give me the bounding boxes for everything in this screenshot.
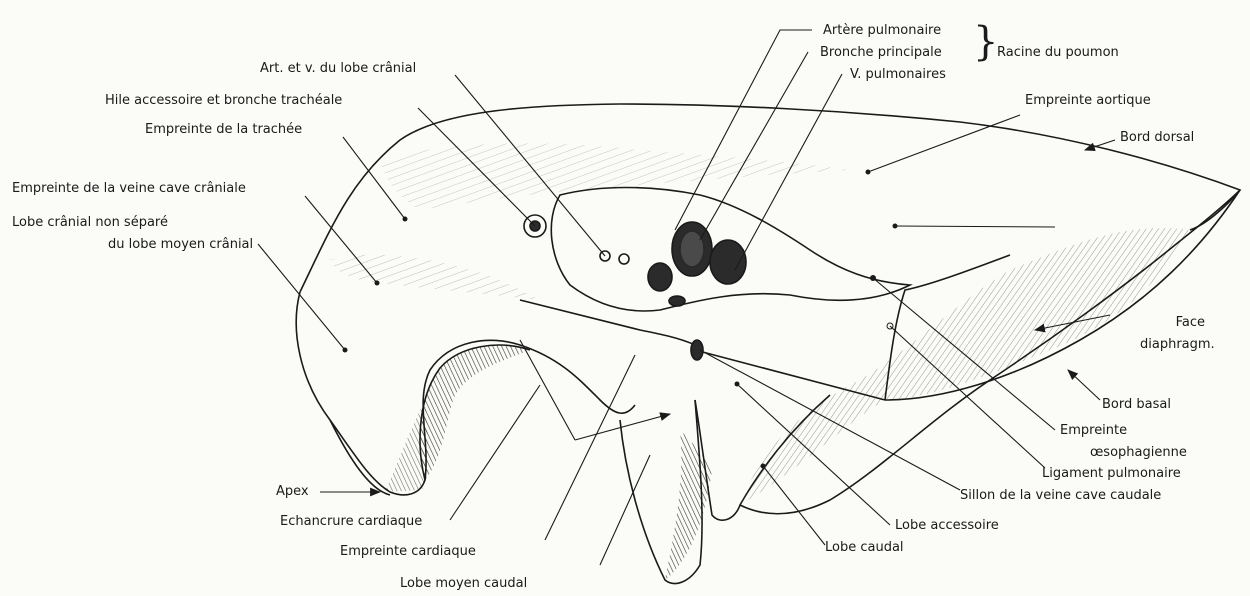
label-lobe-caudal: Lobe caudal (825, 540, 904, 555)
label-echancrure-cardiaque: Echancrure cardiaque (280, 514, 422, 529)
apex-tip (330, 420, 390, 495)
label-hile-accessoire: Hile accessoire et bronche trachéale (105, 93, 342, 108)
label-sillon-veine-cave-caudale: Sillon de la veine cave caudale (960, 488, 1161, 503)
label-lobe-cranial-1: Lobe crânial non séparé (12, 215, 168, 230)
label-empreinte-trachee: Empreinte de la trachée (145, 122, 302, 137)
cranial-vein (619, 254, 629, 264)
label-face-1: Face (1160, 315, 1205, 330)
cranial-shade (330, 255, 540, 300)
label-art-lobe-cranial: Art. et v. du lobe crânial (260, 61, 416, 76)
inner-ridge (520, 300, 695, 345)
label-empreinte-cardiaque: Empreinte cardiaque (340, 544, 476, 559)
cranial-lobe-outline (296, 292, 635, 495)
label-empreinte-oeso-1: Empreinte (1060, 423, 1127, 438)
caudal-shade (740, 228, 1190, 505)
label-empreinte-aortique: Empreinte aortique (1025, 93, 1151, 108)
label-racine-du-poumon: Racine du poumon (997, 45, 1119, 60)
hilum-vessels (524, 215, 746, 360)
dorsal-shade (380, 143, 850, 210)
label-lobe-accessoire: Lobe accessoire (895, 518, 999, 533)
label-v-pulmonaires: V. pulmonaires (850, 67, 946, 82)
label-ligament-pulmonaire: Ligament pulmonaire (1042, 466, 1181, 481)
small-vessel (669, 296, 685, 306)
label-arteria-pulmonaire: Artère pulmonaire (823, 23, 941, 38)
label-lobe-cranial-2: du lobe moyen crânial (108, 237, 253, 252)
label-empreinte-oeso-2: œsophagienne (1090, 445, 1187, 460)
caudal-vena-cava (691, 340, 703, 360)
lobe-groove-shade (665, 430, 712, 580)
label-bord-dorsal: Bord dorsal (1120, 130, 1194, 145)
cardiac-notch-shade (420, 345, 530, 480)
label-face-2: diaphragm. (1140, 337, 1215, 352)
pulmonary-vein (710, 240, 746, 284)
label-empreinte-veine-cave-craniale: Empreinte de la veine cave crâniale (12, 181, 246, 196)
label-apex: Apex (276, 484, 309, 499)
root-brace: } (973, 22, 998, 62)
label-bronche-principale: Bronche principale (820, 45, 942, 60)
label-bord-basal: Bord basal (1102, 397, 1171, 412)
apex-shade (385, 400, 428, 492)
label-lobe-moyen-caudal: Lobe moyen caudal (400, 576, 527, 591)
shading (330, 143, 1190, 580)
pulmonary-artery (648, 263, 672, 291)
